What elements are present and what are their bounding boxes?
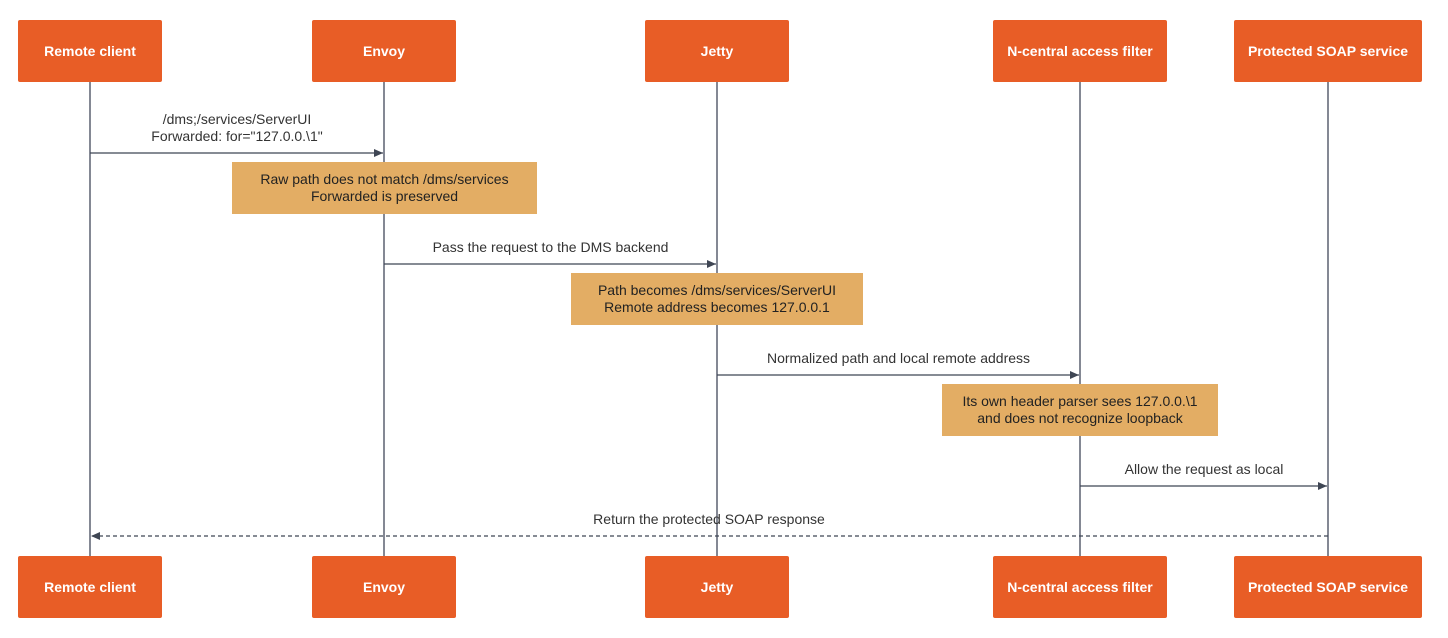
participant-box	[1234, 20, 1422, 82]
participant-box	[993, 20, 1167, 82]
participant-label: Protected SOAP service	[1248, 579, 1408, 595]
participant-bottom-envoy: Envoy	[312, 556, 456, 618]
note-envoy: Raw path does not match /dms/servicesFor…	[232, 162, 537, 214]
message-label: Normalized path and local remote address	[767, 350, 1030, 366]
participant-top-access-filter: N-central access filter	[993, 20, 1167, 82]
participant-box	[312, 556, 456, 618]
message-label: Forwarded: for="127.0.0.\1"	[151, 128, 322, 144]
message-label: Allow the request as local	[1125, 461, 1284, 477]
message-label: Return the protected SOAP response	[593, 511, 825, 527]
notes: Raw path does not match /dms/servicesFor…	[232, 162, 1218, 436]
note-jetty: Path becomes /dms/services/ServerUIRemot…	[571, 273, 863, 325]
participant-box	[312, 20, 456, 82]
message-label: /dms;/services/ServerUI	[163, 111, 312, 127]
participant-box	[645, 556, 789, 618]
participant-top-jetty: Jetty	[645, 20, 789, 82]
participant-label: Protected SOAP service	[1248, 43, 1408, 59]
participant-label: Jetty	[701, 43, 734, 59]
message-5: Return the protected SOAP response	[91, 511, 1328, 540]
note-text: Its own header parser sees 127.0.0.\1	[962, 393, 1197, 409]
participants-top: Remote client Envoy Jetty N-central access …	[18, 20, 1422, 82]
note-text: Forwarded is preserved	[311, 188, 458, 204]
message-4: Allow the request as local	[1080, 461, 1327, 490]
participant-label: Remote client	[44, 43, 136, 59]
message-label: Pass the request to the DMS backend	[433, 239, 669, 255]
note-text: and does not recognize loopback	[977, 410, 1183, 426]
participant-label: Remote client	[44, 579, 136, 595]
note-text: Raw path does not match /dms/services	[260, 171, 508, 187]
participant-top-envoy: Envoy	[312, 20, 456, 82]
participant-box	[993, 556, 1167, 618]
participant-bottom-access-filter: N-central access filter	[993, 556, 1167, 618]
message-3: Normalized path and local remote address	[717, 350, 1079, 379]
participant-label: N-central access filter	[1007, 43, 1153, 59]
participant-bottom-soap-service: Protected SOAP service	[1234, 556, 1422, 618]
note-box	[232, 162, 537, 214]
participant-label: Jetty	[701, 579, 734, 595]
note-text: Remote address becomes 127.0.0.1	[604, 299, 830, 315]
note-box	[942, 384, 1218, 436]
participant-box	[1234, 556, 1422, 618]
note-access-filter: Its own header parser sees 127.0.0.\1and…	[942, 384, 1218, 436]
message-2: Pass the request to the DMS backend	[384, 239, 716, 268]
participant-label: N-central access filter	[1007, 579, 1153, 595]
participant-box	[18, 20, 162, 82]
participants-bottom: Remote client Envoy Jetty N-central access …	[18, 556, 1422, 618]
participant-label: Envoy	[363, 43, 405, 59]
participant-top-remote-client: Remote client	[18, 20, 162, 82]
participant-bottom-remote-client: Remote client	[18, 556, 162, 618]
participant-top-soap-service: Protected SOAP service	[1234, 20, 1422, 82]
participant-bottom-jetty: Jetty	[645, 556, 789, 618]
participant-label: Envoy	[363, 579, 405, 595]
participant-box	[645, 20, 789, 82]
participant-box	[18, 556, 162, 618]
note-box	[571, 273, 863, 325]
note-text: Path becomes /dms/services/ServerUI	[598, 282, 836, 298]
